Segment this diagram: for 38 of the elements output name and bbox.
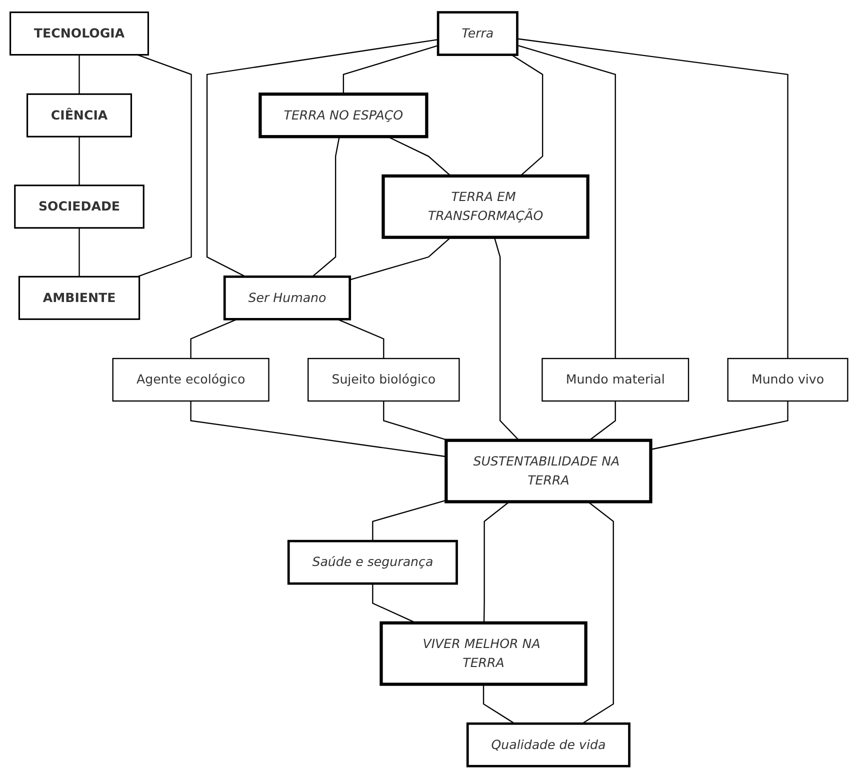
node-box: Mundo material bbox=[542, 358, 690, 402]
connector bbox=[483, 502, 510, 624]
node-box: AMBIENTE bbox=[18, 276, 140, 320]
connector bbox=[494, 237, 520, 442]
node-box: Mundo vivo bbox=[727, 358, 848, 402]
node-box: Terra bbox=[436, 11, 518, 56]
connector bbox=[517, 45, 616, 359]
node-box: Sujeito biológico bbox=[308, 358, 460, 402]
node-box: Saúde e segurança bbox=[287, 540, 458, 586]
node-box: CIÊNCIA bbox=[26, 94, 132, 138]
connector bbox=[588, 401, 616, 442]
connector bbox=[78, 55, 80, 94]
connector bbox=[511, 54, 544, 177]
connector bbox=[582, 502, 614, 724]
node-box: SUSTENTABILIDADE NA TERRA bbox=[444, 439, 652, 504]
node-box: TECNOLOGIA bbox=[10, 12, 150, 56]
connector bbox=[372, 500, 446, 542]
node-box: TERRA EM TRANSFORMAÇÃO bbox=[382, 174, 590, 240]
connector bbox=[137, 54, 192, 278]
connector bbox=[206, 39, 438, 278]
node-box: TERRA NO ESPAÇO bbox=[258, 92, 428, 138]
connector bbox=[78, 136, 80, 186]
connector bbox=[350, 237, 452, 281]
connector bbox=[337, 318, 384, 359]
node-box: Qualidade de vida bbox=[466, 722, 630, 768]
node-box: SOCIEDADE bbox=[14, 184, 144, 229]
connector bbox=[342, 45, 438, 94]
connector bbox=[312, 136, 340, 278]
node-box: Ser Humano bbox=[223, 276, 352, 321]
node-box: VIVER MELHOR NA TERRA bbox=[380, 622, 588, 686]
node-box: Agente ecológico bbox=[112, 358, 270, 402]
connector bbox=[482, 684, 516, 724]
connector bbox=[78, 228, 80, 277]
connector bbox=[372, 584, 416, 624]
connector bbox=[190, 401, 446, 458]
connector bbox=[517, 38, 788, 359]
connector bbox=[650, 401, 788, 450]
connector bbox=[190, 318, 238, 359]
